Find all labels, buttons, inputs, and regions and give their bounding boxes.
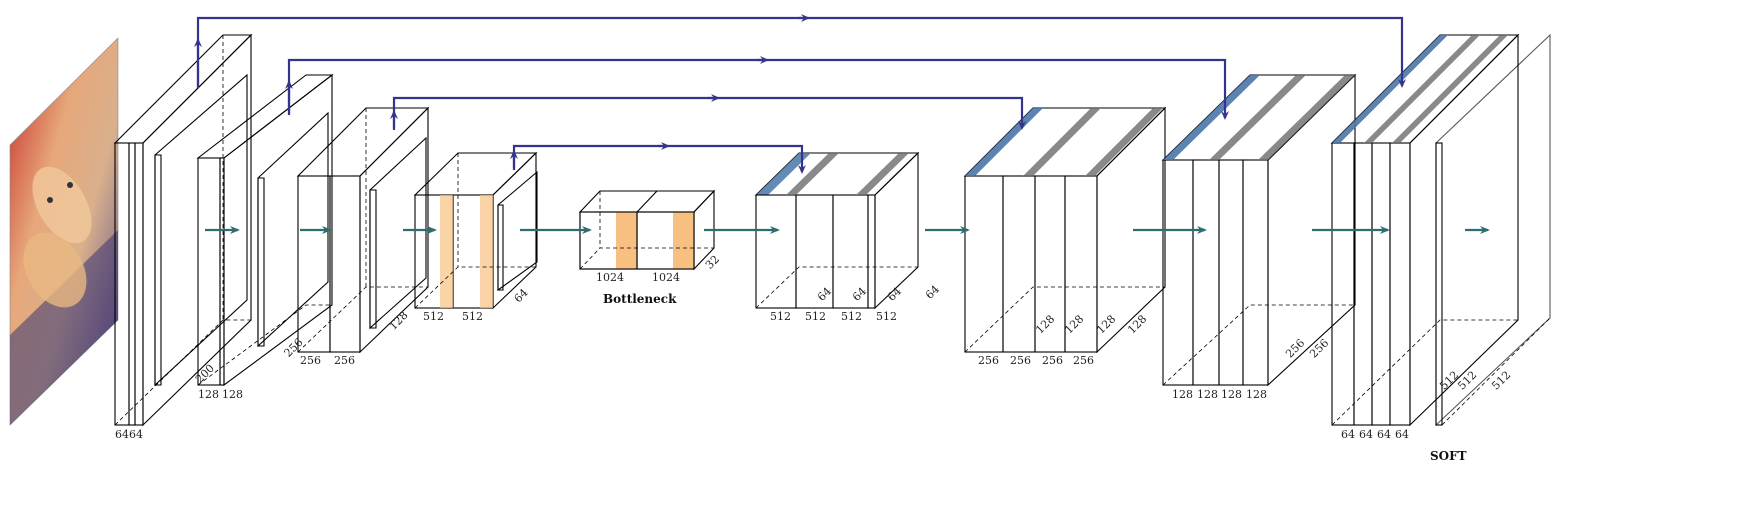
- input-image: [9, 37, 119, 426]
- softmax-title: SOFT: [1430, 449, 1467, 463]
- dec4-depth-b: 512: [1455, 368, 1479, 392]
- dec3-label-d: 128: [1246, 388, 1267, 401]
- encoder-block-3: [296, 106, 430, 354]
- decoder-block-4: [1330, 33, 1520, 427]
- bottleneck-label-a: 1024: [596, 271, 624, 284]
- enc4-label-b: 512: [462, 310, 483, 323]
- dec2-label-d: 256: [1073, 354, 1094, 367]
- encoder-block-1: [113, 33, 253, 427]
- dec4-label-d: 64: [1395, 428, 1409, 441]
- enc3-label-b: 256: [334, 354, 355, 367]
- dec4-label-c: 64: [1377, 428, 1391, 441]
- dec1-label-a: 512: [770, 310, 791, 323]
- dec1-label-b: 512: [805, 310, 826, 323]
- dec3-label-b: 128: [1197, 388, 1218, 401]
- bottleneck-title: Bottleneck: [603, 292, 677, 306]
- dec2-depth-a: 128: [1033, 312, 1057, 336]
- enc2-label-b: 128: [222, 388, 243, 401]
- enc1-label-a: 64: [115, 428, 129, 441]
- decoder-block-1: [754, 151, 920, 310]
- dec1-depth-b: 64: [850, 285, 869, 304]
- enc4-label-a: 512: [423, 310, 444, 323]
- enc2-depth: 200: [193, 362, 217, 386]
- dec2-label-b: 256: [1010, 354, 1031, 367]
- dec3-label-c: 128: [1221, 388, 1242, 401]
- encoder-block-2: [196, 73, 334, 387]
- bottleneck-label-b: 1024: [652, 271, 680, 284]
- enc3-label-a: 256: [300, 354, 321, 367]
- dec3-depth-b: 256: [1307, 336, 1331, 360]
- dec2-depth-d: 128: [1125, 312, 1149, 336]
- bottleneck-depth: 32: [703, 253, 722, 272]
- decoder-block-3: [1161, 73, 1357, 387]
- dec3-label-a: 128: [1172, 388, 1193, 401]
- encoder-block-4: [413, 151, 538, 310]
- bottleneck-block: [578, 189, 716, 271]
- dec1-label-c: 512: [841, 310, 862, 323]
- dec4-label-a: 64: [1341, 428, 1355, 441]
- dec1-depth-c: 64: [885, 285, 904, 304]
- enc4-depth: 128: [387, 309, 411, 333]
- dec1-label-d: 512: [876, 310, 897, 323]
- dec2-depth-b: 128: [1062, 312, 1086, 336]
- dec4-label-b: 64: [1359, 428, 1373, 441]
- enc1-label-b: 64: [129, 428, 143, 441]
- dec1-depth-d: 64: [923, 283, 942, 302]
- skip-connections: [194, 14, 1406, 174]
- pool4-depth: 64: [512, 286, 531, 305]
- softmax-output: [1435, 33, 1551, 427]
- dec2-depth-c: 128: [1094, 312, 1118, 336]
- encoder-labels: 64 64 128 128 200 256 256 256 512 512 12…: [115, 286, 531, 441]
- bottleneck-labels: 1024 1024 32 Bottleneck: [596, 253, 722, 306]
- enc2-label-a: 128: [198, 388, 219, 401]
- dec3-depth-a: 256: [1283, 336, 1307, 360]
- dec2-label-c: 256: [1042, 354, 1063, 367]
- dec1-depth-a: 64: [815, 285, 834, 304]
- dec2-label-a: 256: [978, 354, 999, 367]
